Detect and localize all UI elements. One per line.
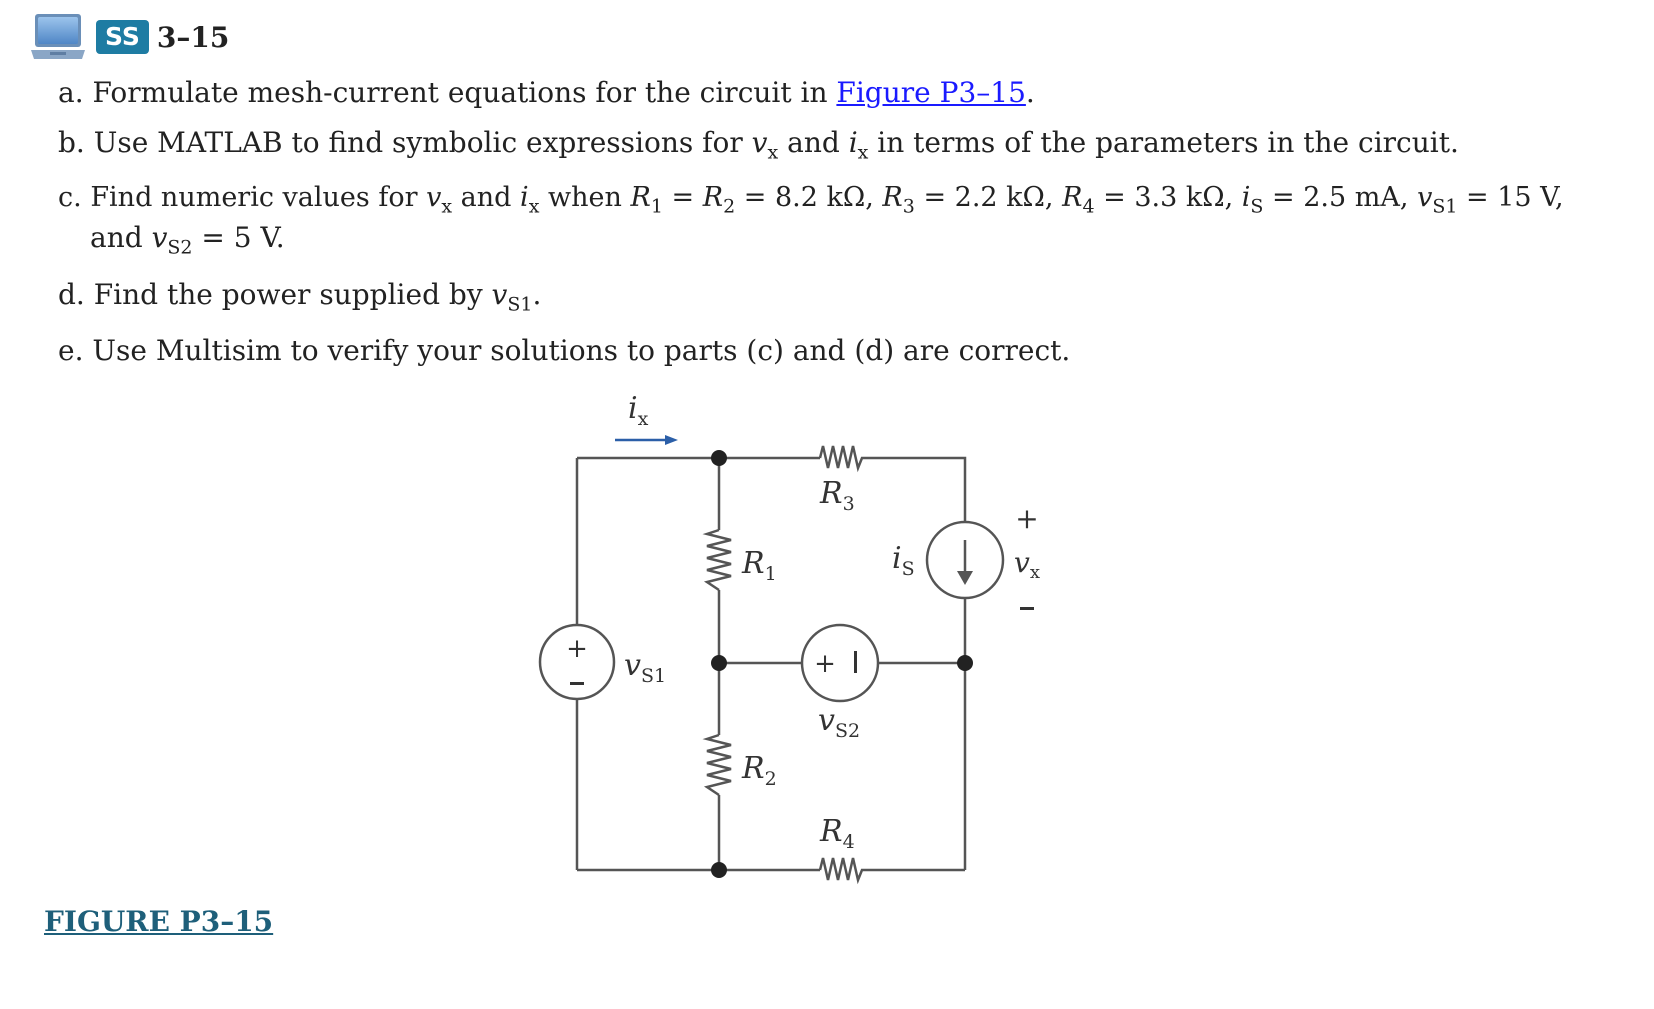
var-sub: S2 xyxy=(167,236,193,259)
item-text: Use MATLAB to find symbolic expressions … xyxy=(93,126,743,159)
var-sub: x xyxy=(528,195,540,218)
item-text: = 15 V, xyxy=(1466,182,1564,213)
item-c-continued: and vS2 = 5 V. xyxy=(90,220,285,266)
var-sub: S1 xyxy=(1432,195,1458,218)
resistor-r3 xyxy=(818,445,865,473)
item-text: Find the power supplied by xyxy=(93,278,483,311)
item-d: d. Find the power supplied by vS1. xyxy=(58,277,541,323)
var-r3: R xyxy=(882,182,903,213)
label-r3: R3 xyxy=(819,476,855,515)
label-vs2: vS2 xyxy=(818,703,860,742)
var-sub: 1 xyxy=(650,195,663,218)
var-v: v xyxy=(751,126,768,159)
node-bottom xyxy=(711,862,727,878)
resistor-r1 xyxy=(702,528,732,592)
item-text: = 8.2 kΩ, xyxy=(743,182,874,213)
item-label: d. xyxy=(58,278,85,311)
figure-link[interactable]: Figure P3–15 xyxy=(836,76,1026,109)
var-sub: 3 xyxy=(902,195,915,218)
var-sub: x xyxy=(857,141,869,164)
resistor-r2 xyxy=(702,733,732,797)
var-vs1: v xyxy=(491,278,508,311)
item-text: = 2.2 kΩ, xyxy=(923,182,1054,213)
item-text: when xyxy=(548,182,622,213)
node-middle-right xyxy=(957,655,973,671)
var-sub: x xyxy=(767,141,779,164)
voltage-source-vs2 xyxy=(800,623,880,703)
var-sub: x xyxy=(441,195,453,218)
var-r4: R xyxy=(1062,182,1083,213)
item-c: c. Find numeric values for vx and ix whe… xyxy=(58,180,1564,224)
label-is: iS xyxy=(892,541,915,580)
circuit-diagram: + + ix R3 R1 R2 R4 iS vS1 vS2 + vx xyxy=(538,391,1040,885)
var-sub: 2 xyxy=(723,195,736,218)
var-r2: R xyxy=(702,182,724,213)
item-a: a. Formulate mesh-current equations for … xyxy=(58,75,1035,111)
laptop-icon xyxy=(31,14,85,59)
voltage-source-vs1 xyxy=(538,623,616,701)
item-text: = 2.5 mA, xyxy=(1272,182,1409,213)
item-punct: . xyxy=(1025,76,1035,109)
label-r1: R1 xyxy=(741,546,777,585)
wire-top-right xyxy=(865,456,967,522)
label-ix: ix xyxy=(628,391,649,430)
var-sub: S xyxy=(1250,195,1264,218)
vs2-minus xyxy=(854,651,857,673)
vs1-plus: + xyxy=(566,634,588,664)
current-arrowhead xyxy=(957,571,973,585)
ss-badge: SS xyxy=(96,20,149,54)
label-vx: vx xyxy=(1014,546,1040,583)
label-vx-minus xyxy=(1020,607,1034,610)
item-label: e. xyxy=(58,334,84,367)
var-i: i xyxy=(848,126,858,159)
item-text: and xyxy=(90,221,143,254)
item-text: in terms of the parameters in the circui… xyxy=(877,126,1459,159)
ix-arrowhead xyxy=(665,435,678,445)
node-middle-left xyxy=(711,655,727,671)
item-text: = 3.3 kΩ, xyxy=(1103,182,1234,213)
var-i: i xyxy=(520,182,529,213)
var-sub: 4 xyxy=(1082,195,1095,218)
item-text: and xyxy=(460,182,512,213)
problem-header: SS 3–15 xyxy=(30,12,229,62)
item-e: e. Use Multisim to verify your solutions… xyxy=(58,333,1070,369)
problem-number: 3–15 xyxy=(156,20,230,54)
item-punct: . xyxy=(532,278,542,311)
var-vs2: v xyxy=(151,221,168,254)
var-vs1: v xyxy=(1417,182,1433,213)
var-sub: S1 xyxy=(507,293,533,316)
vs1-minus xyxy=(570,682,584,685)
figure-caption[interactable]: FIGURE P3–15 xyxy=(44,905,274,938)
item-text: = 5 V. xyxy=(201,221,285,254)
item-label: c. xyxy=(58,182,82,213)
label-r2: R2 xyxy=(741,751,777,790)
item-text: and xyxy=(787,126,840,159)
item-label: b. xyxy=(58,126,85,159)
var-is: i xyxy=(1241,182,1251,213)
item-text: = xyxy=(671,182,695,213)
label-r4: R4 xyxy=(819,814,855,853)
label-vs1: vS1 xyxy=(624,648,666,687)
var-r1: R xyxy=(630,182,651,213)
item-text: Use Multisim to verify your solutions to… xyxy=(92,334,1071,367)
item-label: a. xyxy=(58,76,84,109)
item-text: Formulate mesh-current equations for the… xyxy=(92,76,828,109)
item-b: b. Use MATLAB to find symbolic expressio… xyxy=(58,125,1459,171)
item-text: Find numeric values for xyxy=(90,182,418,213)
var-v: v xyxy=(426,182,442,213)
label-vx-plus: + xyxy=(1015,502,1038,535)
node-top xyxy=(711,450,727,466)
resistor-r4 xyxy=(818,857,865,885)
vs2-plus: + xyxy=(814,649,836,679)
